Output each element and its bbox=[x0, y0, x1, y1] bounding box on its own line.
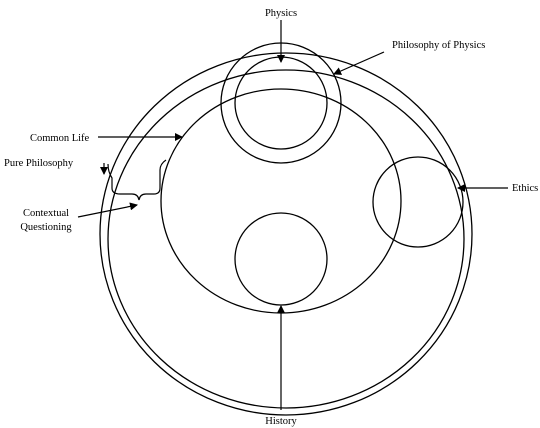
ethics-circle bbox=[372, 156, 464, 248]
physics-inner-circle bbox=[234, 56, 328, 150]
contextual-questioning-brace bbox=[107, 159, 167, 201]
outer-circle-pure-philosophy bbox=[99, 52, 473, 416]
contextual-questioning-label-line1: Contextual bbox=[23, 208, 69, 219]
contextual-questioning-arrow bbox=[77, 202, 138, 218]
physics-label: Physics bbox=[265, 8, 297, 19]
history-circle bbox=[234, 212, 328, 306]
history-field-circle bbox=[160, 88, 402, 314]
philosophy-of-physics-arrow bbox=[333, 51, 385, 75]
pure-philosophy-label: Pure Philosophy bbox=[4, 158, 74, 169]
history-label: History bbox=[265, 416, 297, 427]
common-life-label: Common Life bbox=[30, 133, 90, 144]
philosophy-of-physics-label: Philosophy of Physics bbox=[392, 40, 485, 51]
ethics-label: Ethics bbox=[512, 183, 538, 194]
contextual-questioning-label-line2: Questioning bbox=[20, 222, 72, 233]
inner-ring-common-life bbox=[107, 69, 465, 409]
